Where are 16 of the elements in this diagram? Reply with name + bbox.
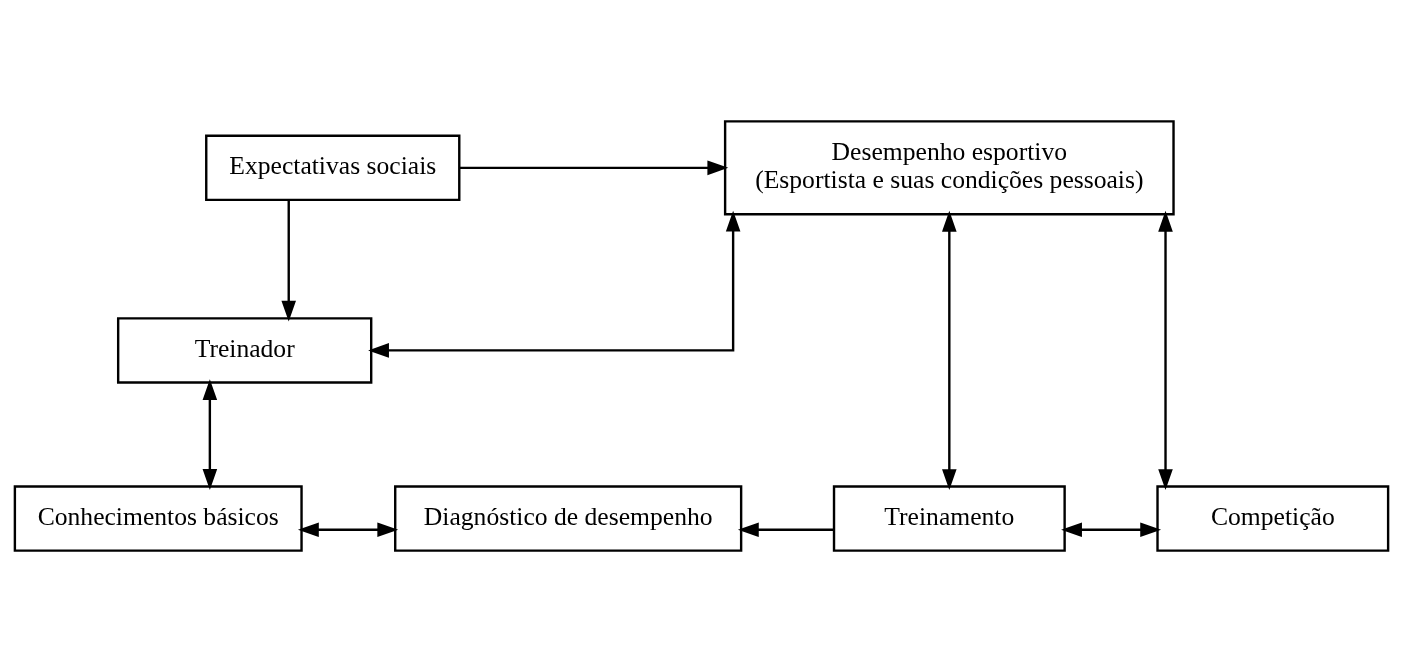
node-box: Treinador [116,316,373,384]
node-box: Diagnóstico de desempenho [394,484,743,552]
arrow [942,210,957,490]
node-box: Conhecimentos básicos [13,484,303,552]
node-box: Treinamento [832,484,1066,552]
arrow [297,521,399,537]
arrow [459,160,729,175]
arrow [1158,210,1173,490]
arrow [281,199,297,322]
node-box: Expectativas sociais [205,134,461,201]
arrow [1061,521,1162,537]
arrow [737,521,834,537]
arrow [368,210,741,358]
arrow [202,378,218,490]
node-box: Competição [1156,484,1390,552]
node-box: Desempenho esportivo (Esportista e suas condições pessoais) [723,119,1175,215]
